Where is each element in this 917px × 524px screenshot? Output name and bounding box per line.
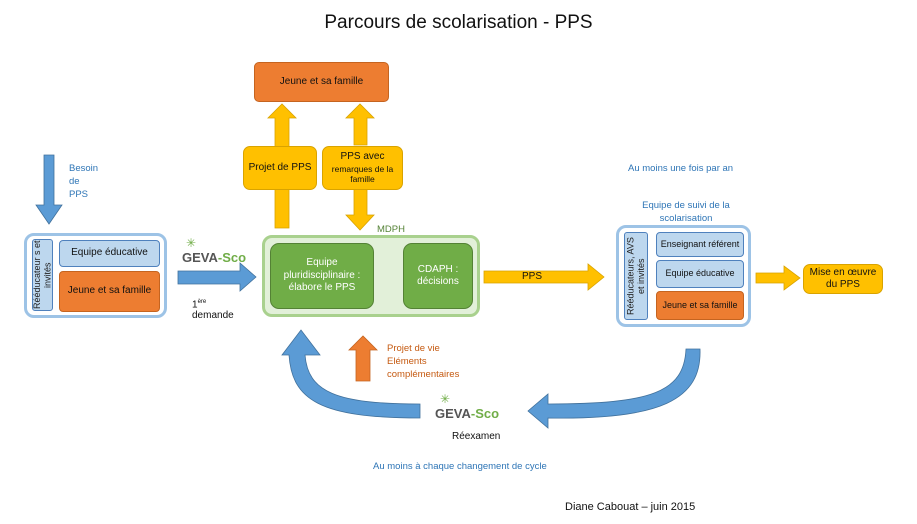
right-equipe-box: Equipe éducative bbox=[656, 260, 744, 288]
besoin-label: Besoin de PPS bbox=[69, 163, 99, 200]
enseignant-box: Enseignant référent bbox=[656, 232, 744, 257]
besoin-arrow bbox=[35, 154, 63, 225]
to-mise-arrow bbox=[755, 265, 801, 291]
pps-down-arrow bbox=[345, 187, 375, 231]
geva-logo-top: GEVA-Sco bbox=[182, 250, 247, 265]
equipe-pluri-box: Equipe pluridisciplinaire : élabore le P… bbox=[270, 243, 374, 309]
pps-label: PPS bbox=[522, 271, 543, 282]
projet-vie-label: Projet de vie Eléments complémentaires bbox=[387, 343, 460, 380]
geva-star-icon: ✳ bbox=[186, 236, 197, 250]
mdph-label: MDPH bbox=[377, 224, 405, 235]
top-jeune-box: Jeune et sa famille bbox=[254, 62, 389, 102]
reexamen-label: Réexamen bbox=[452, 431, 501, 442]
to-mdph-arrow bbox=[177, 262, 257, 292]
geva-logo-bottom: GEVA-Sco bbox=[435, 406, 500, 421]
pps-remarques-box: PPS avec remarques de la famille bbox=[322, 146, 403, 190]
right-jeune-box: Jeune et sa famille bbox=[656, 291, 744, 320]
equipe-suivi-label: Equipe de suivi de la scolarisation bbox=[642, 200, 730, 224]
mise-en-oeuvre-box: Mise en œuvre du PPS bbox=[803, 264, 883, 294]
signature: Diane Cabouat – juin 2015 bbox=[565, 501, 696, 513]
left-jeune-box: Jeune et sa famille bbox=[59, 271, 160, 312]
projet-vie-arrow bbox=[348, 335, 378, 382]
left-return-arrow bbox=[281, 329, 421, 419]
cdaph-box: CDAPH : décisions bbox=[403, 243, 473, 309]
left-equipe-box: Equipe éducative bbox=[59, 240, 160, 267]
right-vertical-label: Rééducateurs, AVS et invités bbox=[624, 232, 648, 320]
au-moins-cycle-label: Au moins à chaque changement de cycle bbox=[373, 461, 547, 472]
right-return-arrow bbox=[527, 348, 701, 429]
page-title: Parcours de scolarisation - PPS bbox=[324, 12, 593, 33]
projet-pps-box: Projet de PPS bbox=[243, 146, 317, 190]
to-pps-arrow bbox=[483, 263, 605, 291]
premiere-demande: 1ère demande bbox=[192, 299, 234, 322]
geva-star-bottom-icon: ✳ bbox=[440, 392, 451, 406]
au-moins-an-label: Au moins une fois par an bbox=[628, 163, 734, 174]
